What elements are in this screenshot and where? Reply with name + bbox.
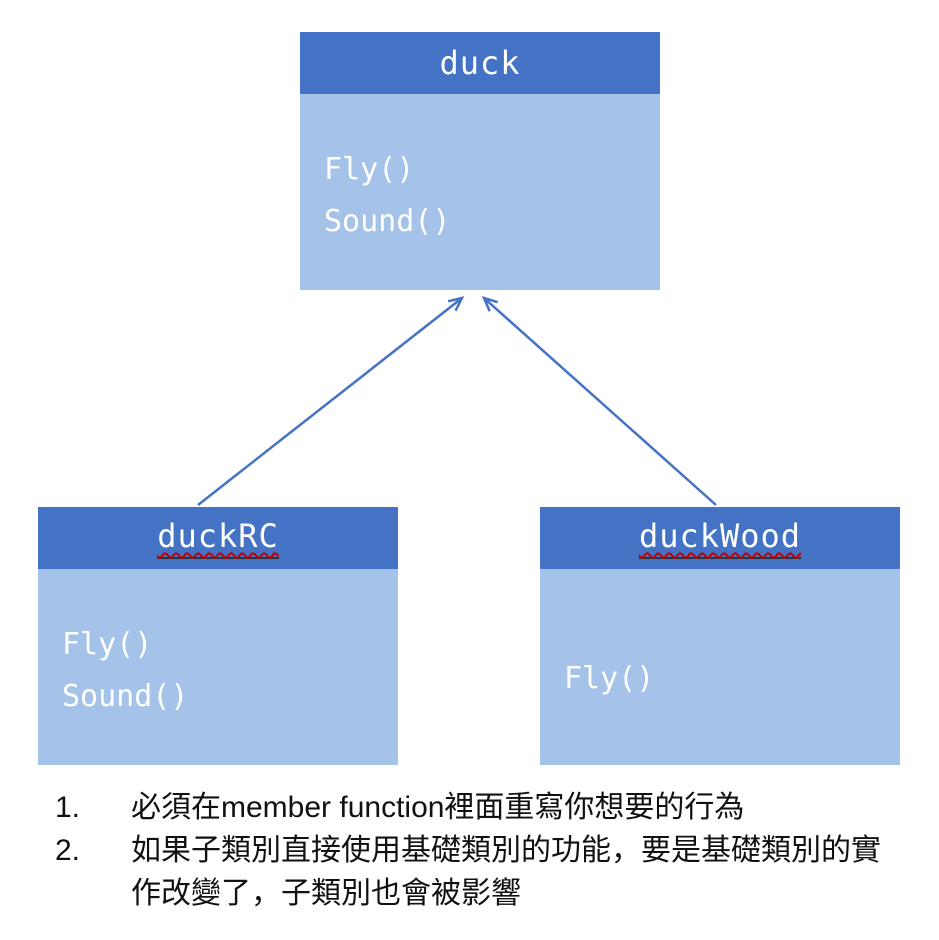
class-box-duckwood: duckWood Fly(): [540, 507, 900, 765]
class-body-duckrc: Fly() Sound(): [38, 569, 398, 765]
class-name-duckrc-underline: duckRC: [157, 517, 279, 559]
class-header-duck: duck: [300, 32, 660, 94]
class-box-duck: duck Fly() Sound(): [300, 32, 660, 290]
note-text: 必須在member function裡面重寫你想要的行為: [131, 791, 745, 824]
method-label: Sound(): [62, 679, 189, 714]
note-item-2: 2. 如果子類別直接使用基礎類別的功能，要是基礎類別的實作改變了，子類別也會被影…: [55, 829, 915, 915]
class-name-duckwood: duckWood: [638, 517, 802, 555]
note-number: 1.: [55, 791, 81, 824]
class-header-duckwood: duckWood: [540, 507, 900, 569]
inheritance-arrow-duckrc-to-duck: [197, 296, 465, 506]
method-label: Fly(): [324, 152, 415, 187]
notes-list: 1. 必須在member function裡面重寫你想要的行為 2. 如果子類別…: [55, 786, 915, 915]
class-name-duckrc: duckRC: [157, 517, 279, 555]
class-name-duck: duck: [439, 44, 521, 82]
class-name-duckwood-underline: duckWood: [638, 517, 802, 559]
class-box-duckrc: duckRC Fly() Sound(): [38, 507, 398, 765]
inheritance-arrow-duckwood-to-duck: [481, 296, 717, 506]
note-number: 2.: [55, 834, 81, 867]
class-body-duck: Fly() Sound(): [300, 94, 660, 290]
note-text: 如果子類別直接使用基礎類別的功能，要是基礎類別的實作改變了，子類別也會被影響: [131, 834, 881, 910]
note-item-1: 1. 必須在member function裡面重寫你想要的行為: [55, 786, 915, 829]
class-header-duckrc: duckRC: [38, 507, 398, 569]
class-body-duckwood: Fly(): [540, 569, 900, 765]
method-label: Fly(): [62, 627, 153, 662]
method-label: Sound(): [324, 204, 451, 239]
method-label: Fly(): [564, 661, 655, 696]
